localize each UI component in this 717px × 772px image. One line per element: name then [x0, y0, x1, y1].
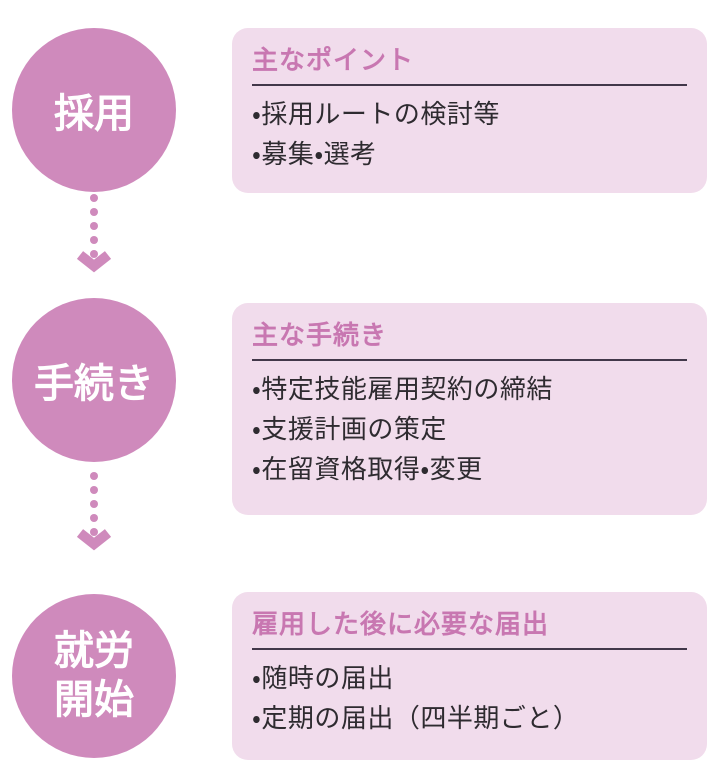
arrow-dot — [90, 194, 98, 202]
box-title: 主なポイント — [252, 44, 687, 86]
box-list: ・随時の届出 ・定期の届出（四半期ごと） — [252, 658, 687, 738]
step-circle-label: 就労開始 — [54, 629, 134, 722]
list-item: ・在留資格取得・変更 — [252, 454, 483, 484]
arrow-dot — [90, 250, 98, 258]
step-circle-label: 採用 — [54, 92, 134, 136]
arrow-dot — [90, 222, 98, 230]
box-list: ・採用ルートの検討等 ・募集・選考 — [252, 94, 687, 174]
step-circle-label: 手続き — [34, 362, 154, 406]
list-item: ・支援計画の策定 — [252, 414, 447, 444]
box-list: ・特定技能雇用契約の締結 ・支援計画の策定 ・在留資格取得・変更 — [252, 369, 687, 489]
list-item: ・募集・選考 — [252, 139, 377, 169]
step-circle-work-start: 就労開始 — [12, 594, 176, 758]
box-title: 雇用した後に必要な届出 — [252, 608, 687, 650]
step-circle-procedures: 手続き — [12, 298, 176, 462]
list-item: ・随時の届出 — [252, 663, 394, 693]
arrow-dot — [90, 486, 98, 494]
arrow-dot — [90, 528, 98, 536]
dotted-down-arrow-icon — [75, 472, 113, 552]
list-item: ・特定技能雇用契約の締結 — [252, 374, 553, 404]
arrow-dot — [90, 500, 98, 508]
arrow-dot — [90, 236, 98, 244]
dotted-down-arrow-icon — [75, 194, 113, 274]
list-item: ・定期の届出（四半期ごと） — [252, 703, 580, 733]
info-box-recruitment: 主なポイント ・採用ルートの検討等 ・募集・選考 — [232, 28, 707, 193]
arrow-dot — [90, 472, 98, 480]
arrow-head-icon — [76, 529, 112, 551]
info-box-notifications: 雇用した後に必要な届出 ・随時の届出 ・定期の届出（四半期ごと） — [232, 592, 707, 760]
arrow-dot — [90, 514, 98, 522]
box-title: 主な手続き — [252, 319, 687, 361]
arrow-dot — [90, 208, 98, 216]
arrow-head-icon — [76, 251, 112, 273]
info-box-procedures: 主な手続き ・特定技能雇用契約の締結 ・支援計画の策定 ・在留資格取得・変更 — [232, 303, 707, 515]
step-circle-recruitment: 採用 — [12, 28, 176, 192]
list-item: ・採用ルートの検討等 — [252, 99, 500, 129]
